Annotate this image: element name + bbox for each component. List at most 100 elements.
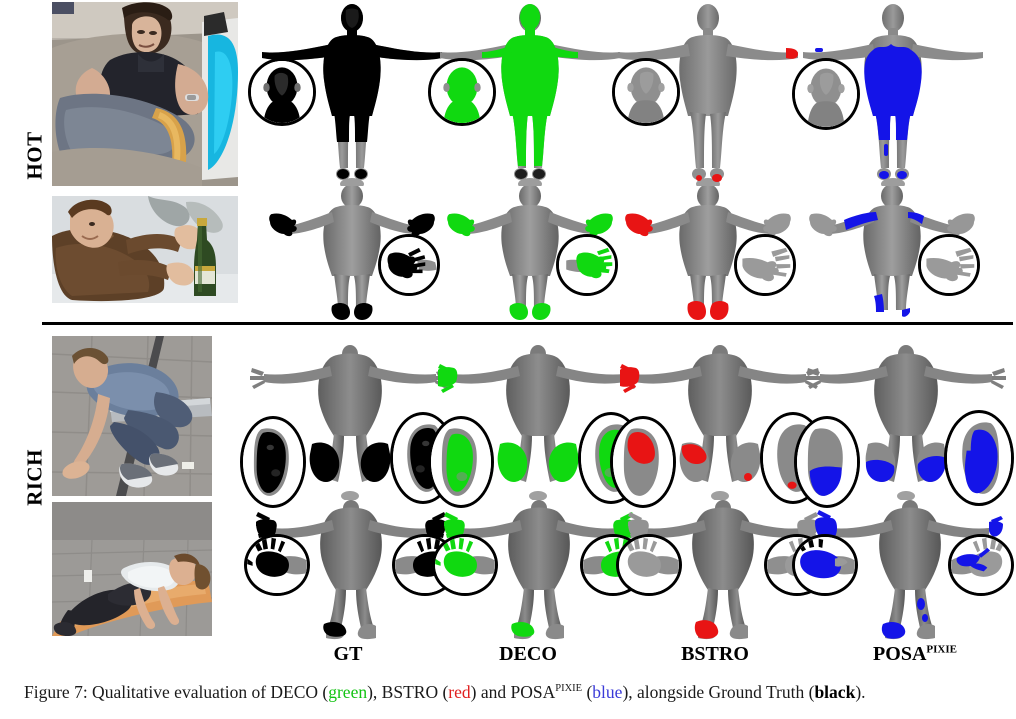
- inset-foot-svg-left-deco: [431, 420, 491, 504]
- mesh-cell-rich-1-posa: [794, 340, 1014, 508]
- inset-hand-left-posa-rich-2: [792, 534, 858, 596]
- inset-head-deco-hot-1: [428, 58, 496, 126]
- photo-scene-rich-1: [52, 336, 212, 496]
- body-mesh-bstro-rich-2: [628, 500, 818, 640]
- figure-caption: Figure 7: Qualitative evaluation of DECO…: [24, 682, 1004, 703]
- contact-overlay-gt: [269, 213, 435, 320]
- mesh-cell-rich-1-deco: [428, 340, 644, 508]
- contact-overlay-deco: [447, 213, 613, 320]
- inset-foot-left-gt-rich-1: [240, 416, 306, 508]
- column-header-posa-superscript: PIXIE: [926, 643, 957, 656]
- column-header-posa-label: POSA: [873, 643, 927, 665]
- column-header-bstro: BSTRO: [655, 643, 775, 666]
- body-mesh-bstro-hot-1: [618, 4, 798, 186]
- body-mesh-posa-hot-1: [803, 4, 983, 186]
- inset-head-svg-posa: [795, 61, 857, 127]
- caption-part-2: ), BSTRO (: [367, 682, 449, 702]
- column-header-deco: DECO: [473, 643, 583, 666]
- contact-overlay-bstro: [694, 620, 719, 639]
- mesh-cell-rich-1-bstro: [610, 340, 826, 508]
- row-label-hot: HOT: [22, 131, 47, 180]
- inset-hand-svg-left-deco: [435, 537, 495, 593]
- contact-overlay-deco: [482, 4, 578, 166]
- body-mesh-deco-hot-2: [447, 186, 613, 320]
- inset-hand-bstro-hot-2: [734, 234, 796, 296]
- inset-head-svg-bstro: [615, 61, 677, 123]
- input-photo-rich-1: [52, 336, 212, 496]
- section-divider: [42, 322, 1013, 325]
- body-mesh-gt-rich-1: [250, 345, 450, 500]
- caption-posa-superscript: PIXIE: [555, 683, 583, 695]
- column-header-gt: GT: [298, 643, 398, 666]
- mesh-cell-rich-1-gt: [240, 340, 456, 508]
- mesh-cell-hot-2-bstro: [624, 186, 796, 322]
- caption-black-word: black: [814, 682, 856, 702]
- contact-overlay-bstro: [696, 48, 798, 182]
- inset-foot-right-posa-rich-1: [944, 410, 1014, 506]
- photo-scene-hot-2: [52, 196, 238, 303]
- caption-green-word: green: [328, 682, 368, 702]
- contact-overlay-posa: [815, 44, 922, 179]
- caption-part-1: Figure 7: Qualitative evaluation of DECO…: [24, 682, 329, 702]
- column-header-posa: POSAPIXIE: [845, 643, 985, 666]
- inset-hand-left-bstro-rich-2: [616, 534, 682, 596]
- mesh-cell-hot-2-gt: [268, 186, 440, 322]
- body-mesh-bstro-hot-2: [625, 186, 791, 320]
- inset-foot-svg-right-posa: [947, 414, 1011, 502]
- inset-hand-left-gt-rich-2: [244, 534, 310, 596]
- inset-hand-svg-left-bstro: [619, 537, 679, 593]
- inset-foot-svg-left-posa: [797, 420, 857, 504]
- inset-hand-deco-hot-2: [556, 234, 618, 296]
- inset-hand-svg-deco: [559, 237, 615, 293]
- contact-overlay-bstro: [620, 364, 752, 481]
- inset-foot-left-posa-rich-1: [794, 416, 860, 508]
- inset-hand-svg-bstro: [737, 237, 793, 293]
- body-base-gray: [288, 186, 416, 310]
- body-base-gray: [250, 345, 450, 482]
- input-photo-rich-2: [52, 502, 212, 636]
- inset-head-bstro-hot-1: [612, 58, 680, 126]
- column-header-bstro-label: BSTRO: [681, 643, 749, 665]
- photo-scene-hot-1: [52, 2, 238, 186]
- mesh-cell-hot-1-deco: [428, 0, 620, 186]
- input-photo-hot-2: [52, 196, 238, 303]
- mesh-cell-rich-2-bstro: [616, 500, 830, 640]
- body-mesh-deco-hot-1: [440, 4, 620, 186]
- column-header-deco-label: DECO: [499, 643, 557, 665]
- body-mesh-bstro-rich-1: [620, 345, 820, 500]
- inset-head-posa-hot-1: [792, 58, 860, 130]
- mesh-cell-hot-1-posa: [792, 0, 986, 186]
- contact-overlay-bstro: [625, 213, 729, 320]
- inset-hand-posa-hot-2: [918, 234, 980, 296]
- caption-part-3: ) and POSA: [470, 682, 556, 702]
- contact-overlay-posa: [815, 510, 1003, 639]
- mesh-cell-hot-1-bstro: [612, 0, 798, 186]
- mesh-cell-hot-1-gt: [248, 0, 442, 186]
- inset-hand-svg-left-posa: [795, 537, 855, 593]
- inset-head-svg-deco: [431, 61, 493, 123]
- caption-part-5: ), alongside Ground Truth (: [622, 682, 815, 702]
- inset-head-svg-gt: [251, 61, 313, 123]
- mesh-cell-hot-2-posa: [806, 186, 980, 322]
- mesh-cell-rich-2-gt: [244, 500, 458, 640]
- mesh-cell-rich-2-deco: [432, 500, 646, 640]
- caption-part-6: ).: [855, 682, 866, 702]
- inset-hand-gt-hot-2: [378, 234, 440, 296]
- body-mesh-gt-hot-2: [269, 186, 435, 320]
- input-photo-hot-1: [52, 2, 238, 186]
- caption-red-word: red: [448, 682, 471, 702]
- contact-overlay-posa: [844, 212, 924, 317]
- inset-head-gt-hot-1: [248, 58, 316, 126]
- inset-foot-svg-left-gt: [243, 420, 303, 504]
- inset-hand-svg-left-gt: [247, 537, 307, 593]
- contact-overlay-deco: [438, 364, 579, 482]
- contact-overlay-posa: [865, 456, 947, 482]
- body-mesh-posa-rich-1: [806, 345, 1006, 500]
- row-label-rich: RICH: [22, 449, 47, 506]
- inset-foot-left-deco-rich-1: [428, 416, 494, 508]
- body-mesh-deco-rich-1: [438, 345, 638, 500]
- mesh-cell-hot-2-deco: [446, 186, 618, 322]
- inset-hand-svg-right-posa: [951, 537, 1011, 593]
- inset-hand-svg-posa: [921, 237, 977, 293]
- column-header-gt-label: GT: [333, 643, 363, 665]
